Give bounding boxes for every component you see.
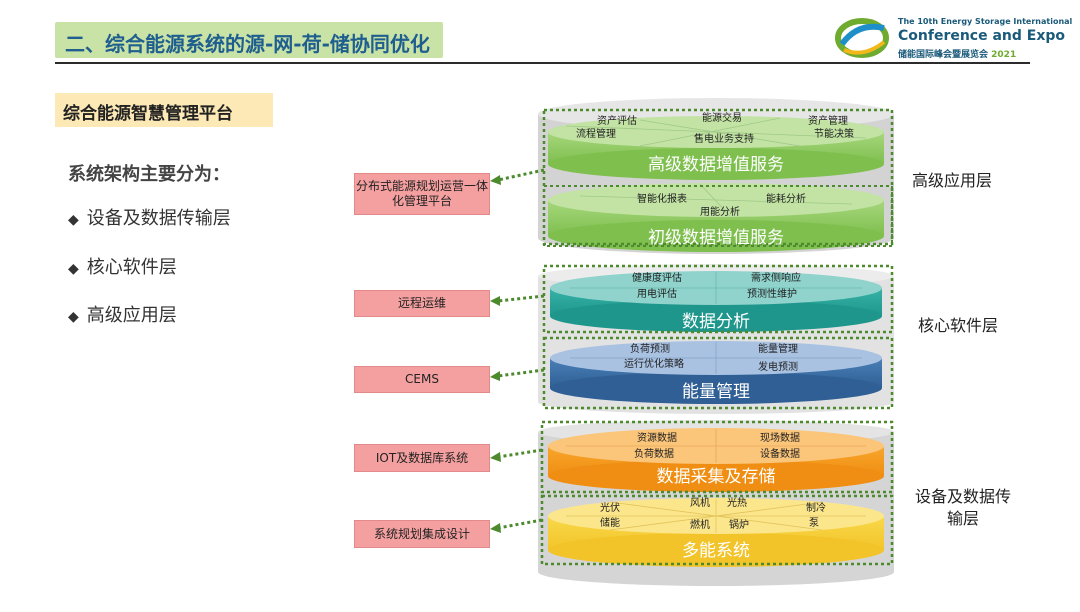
disk-item: 发电预测 <box>758 360 798 373</box>
disk-data-storage <box>548 428 884 492</box>
logo-subtitle: The 10th Energy Storage International <box>898 17 1073 26</box>
arrow-heads <box>490 175 501 533</box>
disk-item: 能源交易 <box>702 111 742 124</box>
disk-item: 制冷 <box>806 501 826 514</box>
layer-name-device: 设备及数据传输层 <box>914 487 1011 528</box>
disk-title: 数据采集及存储 <box>657 467 776 487</box>
disk-item: 资产管理 <box>808 114 848 127</box>
layer-name-core: 核心软件层 <box>918 316 999 335</box>
disk-item: 用电评估 <box>637 287 677 300</box>
disk-item: 资产评估 <box>597 114 637 127</box>
disk-item: 锅炉 <box>729 519 749 531</box>
disk-item: 设备数据 <box>760 447 800 460</box>
disk-item: 现场数据 <box>760 431 800 444</box>
layer-name-advanced: 高级应用层 <box>912 171 993 190</box>
label-remote-ops: 远程运维 <box>354 290 490 317</box>
label-cems: CEMS <box>354 366 490 393</box>
disk-title: 初级数据增值服务 <box>648 228 784 248</box>
disk-title: 高级数据增值服务 <box>648 155 784 175</box>
bullet-label: 高级应用层 <box>86 305 177 326</box>
disk-item: 售电业务支持 <box>694 132 754 145</box>
diamond-bullet-icon: ◆ <box>68 212 79 228</box>
page-title: 二、综合能源系统的源-网-荷-储协同优化 <box>65 32 430 56</box>
disk-item: 负荷数据 <box>634 447 674 460</box>
bullet-label: 核心软件层 <box>86 257 177 278</box>
label-system-integration: 系统规划集成设计 <box>354 520 490 548</box>
disk-item: 健康度评估 <box>632 271 682 284</box>
disk-advanced-service <box>548 116 884 180</box>
storage-dotted-box <box>540 420 894 494</box>
logo-title: Conference and Expo <box>898 28 1066 44</box>
disk-item: 用能分析 <box>700 205 740 218</box>
disk-item: 智能化报表 <box>637 192 687 205</box>
arrow-head-icon <box>490 523 501 533</box>
disk-item: 资源数据 <box>637 431 677 444</box>
disk-item: 运行优化策略 <box>624 357 684 370</box>
disk-title: 数据分析 <box>682 312 750 332</box>
bullet-item: ◆ 核心软件层 <box>68 253 177 279</box>
disk-title: 能量管理 <box>682 382 750 402</box>
disk-item: 光热 <box>727 496 747 509</box>
disk-item: 泵 <box>809 517 819 529</box>
label-iot-database: IOT及数据库系统 <box>354 444 490 472</box>
disk-item: 预测性维护 <box>747 287 797 300</box>
logo-swirl-icon <box>835 18 889 58</box>
title-bar: 二、综合能源系统的源-网-荷-储协同优化 <box>55 22 443 58</box>
disk-item: 能耗分析 <box>766 192 806 205</box>
disk-item: 燃机 <box>690 518 710 531</box>
energy-dotted-box <box>542 336 894 410</box>
arrow-head-icon <box>490 296 500 306</box>
disk-item: 负荷预测 <box>630 342 670 355</box>
section-heading-box: 综合能源智慧管理平台 <box>55 93 273 127</box>
disk-item: 需求侧响应 <box>751 271 801 284</box>
intro-text: 系统架构主要分为： <box>68 164 230 185</box>
basic-layer-dotted-box <box>543 185 893 247</box>
logo-chinese-title: 储能国际峰会暨展览会 2021 <box>898 47 1016 60</box>
bullet-item: ◆ 设备及数据传输层 <box>68 204 231 230</box>
disk-energy-management <box>550 341 882 404</box>
conference-logo: The 10th Energy Storage International Co… <box>834 14 1072 60</box>
disk-multi-energy <box>548 498 884 567</box>
disk-item: 储能 <box>600 516 620 529</box>
bullet-item: ◆ 高级应用层 <box>68 301 177 327</box>
section-heading: 综合能源智慧管理平台 <box>63 104 233 124</box>
logo-chinese-text: 储能国际峰会暨展览会 <box>898 50 989 60</box>
disk-item: 能量管理 <box>758 342 798 355</box>
arrow-head-icon <box>490 371 500 381</box>
diamond-bullet-icon: ◆ <box>68 261 79 277</box>
disk-item: 风机 <box>690 496 710 509</box>
arrow-head-icon <box>490 175 501 185</box>
arrow-head-icon <box>490 452 501 462</box>
diamond-bullet-icon: ◆ <box>68 309 79 325</box>
disk-title: 多能系统 <box>682 541 750 561</box>
disk-basic-service <box>548 183 884 252</box>
title-underline <box>55 62 1030 64</box>
label-planning-platform: 分布式能源规划运营一体化管理平台 <box>354 173 490 215</box>
connector-arrows <box>497 168 545 530</box>
advanced-layer-dotted-box <box>542 108 894 246</box>
logo-year: 2021 <box>991 50 1017 60</box>
multi-energy-dotted-box <box>540 494 894 566</box>
disk-data-analysis <box>550 271 882 332</box>
bullet-label: 设备及数据传输层 <box>86 208 231 229</box>
disk-item: 流程管理 <box>576 127 616 140</box>
disk-item: 光伏 <box>600 501 620 514</box>
disk-item: 节能决策 <box>814 127 854 140</box>
analysis-dotted-box <box>542 264 894 334</box>
